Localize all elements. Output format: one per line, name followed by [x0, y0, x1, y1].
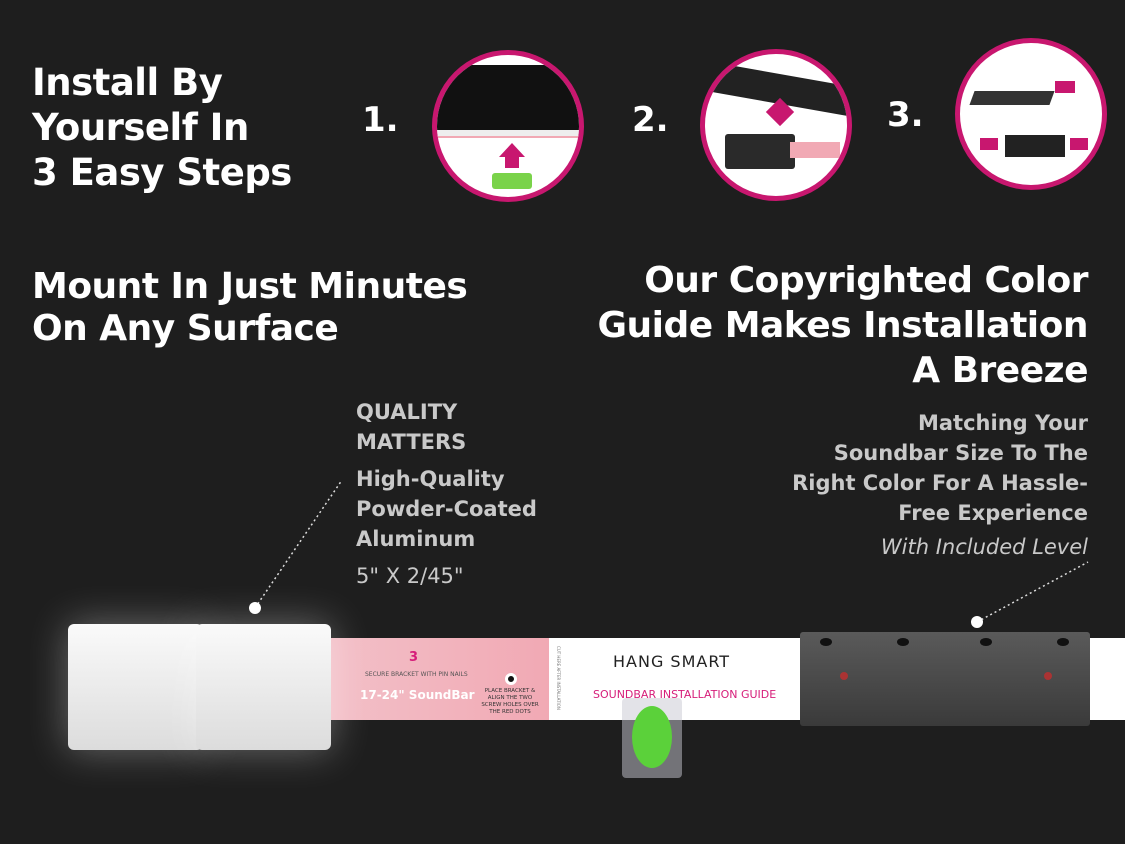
dark-bracket [800, 632, 1090, 726]
matching-note: With Included Level [880, 535, 1088, 559]
step-1-label: 1. [362, 100, 399, 140]
left-heading-line: Mount In Just Minutes [32, 266, 468, 307]
headline: Install By Yourself In 3 Easy Steps [32, 60, 292, 195]
step-2-image [700, 49, 852, 201]
left-heading-line: On Any Surface [32, 308, 339, 349]
quality-callout-line [254, 479, 343, 609]
right-heading-line: Guide Makes Installation [597, 305, 1088, 346]
matching-text: Soundbar Size To The [833, 441, 1088, 465]
quality-title: QUALITY [356, 400, 458, 424]
right-heading: Our Copyrighted Color Guide Makes Instal… [597, 258, 1088, 393]
headline-line: Yourself In [32, 106, 249, 149]
step-1-image [432, 50, 584, 202]
step-2-label: 2. [632, 100, 669, 140]
right-heading-line: Our Copyrighted Color [644, 260, 1088, 301]
guide-subtitle: SOUNDBAR INSTALLATION GUIDE [593, 688, 777, 701]
step-3-label: 3. [887, 95, 924, 135]
guide-secure-text: SECURE BRACKET WITH PIN NAILS [365, 671, 468, 678]
bubble-level [622, 698, 682, 778]
step-3-image [955, 38, 1107, 190]
headline-line: 3 Easy Steps [32, 151, 292, 194]
quality-title: MATTERS [356, 430, 467, 454]
matching-text: Free Experience [898, 501, 1088, 525]
guide-size-label: 17-24" SoundBar [360, 688, 475, 702]
quality-callout: QUALITY MATTERS High-Quality Powder-Coat… [356, 397, 537, 591]
guide-number: 3 [409, 650, 419, 665]
guide-pink-section: 3 SECURE BRACKET WITH PIN NAILS 17-24" S… [325, 638, 549, 720]
brand-logo: HANG SMART [613, 652, 731, 671]
quality-text: Powder-Coated [356, 497, 537, 521]
quality-text: High-Quality [356, 467, 505, 491]
guide-place-text: PLACE BRACKET & ALIGN THE TWO SCREW HOLE… [481, 688, 539, 715]
white-bracket [196, 624, 331, 750]
guide-cut-text: CUT HERE AFTER INSTALLATION [556, 646, 561, 710]
right-heading-line: A Breeze [912, 350, 1088, 391]
level-callout-dot [971, 616, 983, 628]
white-bracket [68, 624, 203, 750]
quality-callout-dot [249, 602, 261, 614]
matching-text: Right Color For A Hassle- [792, 471, 1088, 495]
headline-line: Install By [32, 61, 223, 104]
quality-text: Aluminum [356, 527, 476, 551]
matching-callout: Matching Your Soundbar Size To The Right… [792, 408, 1088, 562]
level-callout-line [976, 561, 1089, 623]
left-heading: Mount In Just Minutes On Any Surface [32, 266, 468, 350]
quality-size: 5" X 2/45" [356, 564, 464, 588]
matching-text: Matching Your [917, 411, 1088, 435]
